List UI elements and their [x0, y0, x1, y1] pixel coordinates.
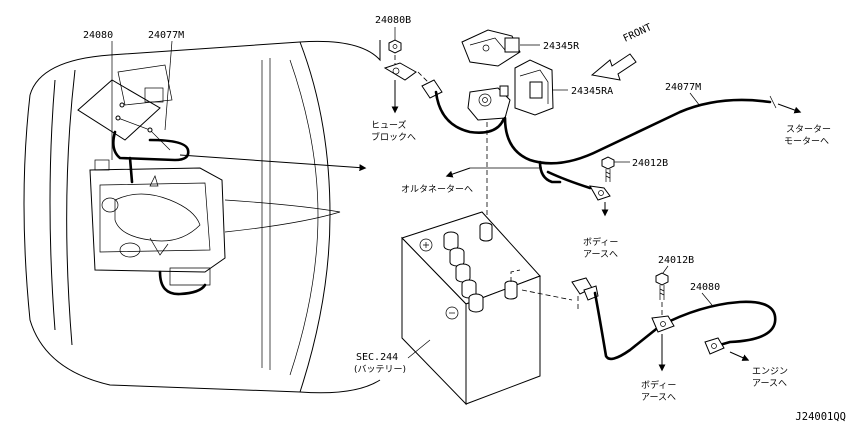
dest-fuse-block-1: ヒューズ: [371, 119, 407, 131]
dest-body-ground-upper-1: ボディー: [583, 236, 618, 248]
battery: [401, 211, 541, 406]
front-direction-arrow: [590, 53, 637, 81]
ring-terminal-fuse: [383, 62, 417, 81]
starter-arrow: [777, 103, 802, 114]
callout-24077m: 24077M: [665, 82, 701, 93]
callout-24012b-upper: 24012B: [632, 158, 668, 169]
hex-nut: [388, 39, 402, 54]
alternator-branch: [538, 160, 562, 184]
dest-starter-1: スターター: [786, 124, 831, 135]
engine-ground-terminal: [704, 337, 725, 355]
fuse-cable: [434, 90, 507, 134]
positive-terminal-clamp: [467, 85, 511, 121]
left-label-24080: 24080: [83, 30, 113, 41]
dest-body-ground-upper-2: アースへ: [583, 250, 618, 260]
dest-alternator: オルタネーターへ: [401, 184, 473, 195]
battery-cell-caps: [443, 231, 484, 313]
battery-posts: [479, 222, 518, 300]
callout-24345r: 24345R: [543, 41, 580, 52]
callout-24345ra: 24345RA: [571, 86, 613, 97]
vehicle-outline: [23, 40, 381, 394]
engine-bay-harness: [77, 64, 226, 296]
engine-ground-arrow: [729, 351, 750, 361]
terminal-cover-24345r: [461, 29, 521, 67]
detail-pointer-arrow: [179, 154, 367, 172]
ground-terminal-upper: [589, 185, 611, 201]
left-label-24077m: 24077M: [148, 30, 184, 41]
dest-fuse-block-2: ブロックへ: [371, 131, 416, 143]
battery-name-label: (バッテリー): [354, 364, 406, 375]
cable-connector: [421, 79, 443, 99]
dest-body-ground-lower-2: アースへ: [641, 393, 676, 403]
callout-24080b: 24080B: [375, 15, 411, 26]
front-label: FRONT: [622, 22, 654, 45]
ground-bolt-lower: [655, 272, 669, 300]
ground-terminal-lower: [651, 315, 675, 333]
callout-24012b-lower: 24012B: [658, 255, 694, 266]
alternator-arrow: [445, 167, 471, 178]
negative-terminal-clamp: [571, 277, 599, 301]
diagram-code: J24001QQ: [795, 411, 846, 423]
dest-engine-ground-2: アースへ: [752, 379, 787, 389]
dest-engine-ground-1: エンジン: [752, 367, 788, 377]
dest-body-ground-lower-1: ボディー: [641, 379, 676, 391]
ground-bolt-upper: [601, 156, 615, 182]
dest-starter-2: モーターへ: [784, 136, 829, 147]
terminal-cover-24345ra: [514, 59, 554, 116]
body-ground-branch-upper: [546, 170, 592, 190]
cable-24080: [658, 300, 777, 348]
harness-24077m: [503, 98, 772, 165]
battery-sec-label: SEC.244: [356, 352, 398, 363]
negative-cable-segment: [593, 291, 662, 361]
callout-24080: 24080: [690, 282, 720, 293]
